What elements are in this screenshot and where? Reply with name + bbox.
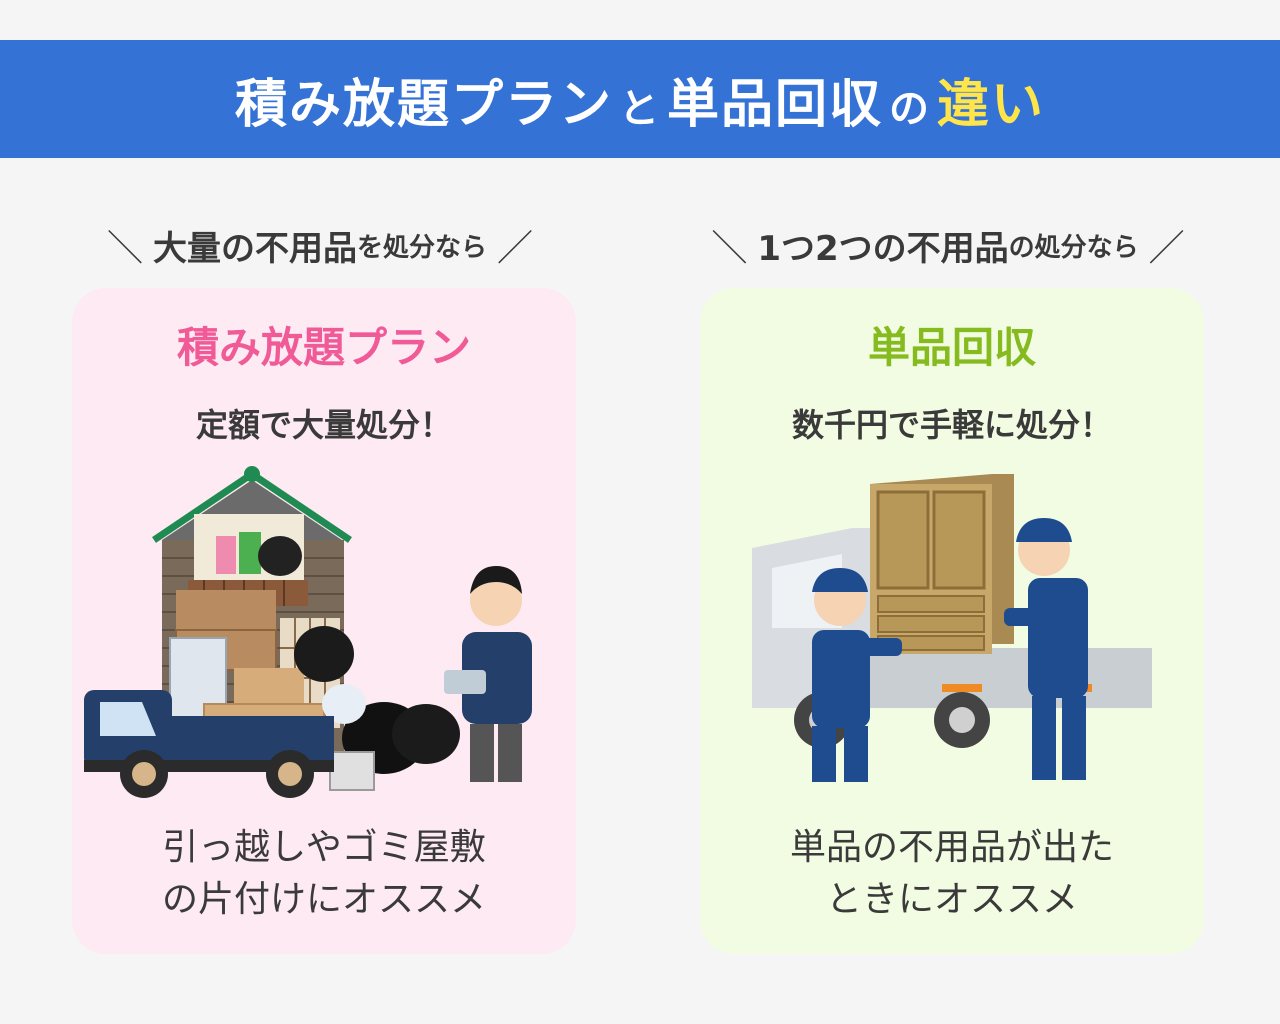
title-part1: 積み放題プラン	[234, 74, 613, 135]
left-card-title: 積み放題プラン	[176, 323, 471, 372]
worker-body	[462, 632, 532, 724]
right-column: ＼ 1つ2つの不用品の処分なら ／ 単品回収 数千円で手軽に処分！	[688, 210, 1208, 954]
movers-wardrobe-illustration	[752, 474, 1152, 782]
left-column: ＼ 大量の不用品を処分なら ／ 積み放題プラン 定額で大量処分！	[60, 210, 580, 954]
left-tagline-small: を処分なら	[356, 232, 487, 263]
left-desc-line2: の片付けにオススメ	[161, 879, 486, 920]
title-particle1: と	[618, 85, 661, 132]
worker-head	[470, 574, 522, 626]
title-highlight: 違い	[937, 74, 1046, 135]
slash-close-icon: ／	[497, 228, 534, 269]
right-card-description: 単品の不用品が出た ときにオススメ	[700, 822, 1204, 926]
title-particle2: の	[889, 85, 931, 132]
left-desc-line1: 引っ越しやゴミ屋敷	[162, 827, 486, 868]
header-banner: 積み放題プランと単品回収の違い	[0, 40, 1280, 158]
page-title: 積み放題プランと単品回収の違い	[235, 62, 1045, 137]
left-tagline: ＼ 大量の不用品を処分なら ／	[60, 210, 580, 280]
slash-open-icon: ＼	[711, 228, 748, 269]
right-tagline-main: 1つ2つの不用品	[757, 228, 1009, 269]
right-desc-line2: ときにオススメ	[825, 879, 1078, 920]
slash-open-icon: ＼	[106, 228, 143, 269]
right-desc-line1: 単品の不用品が出た	[789, 827, 1114, 868]
right-tagline-small: の処分なら	[1008, 232, 1139, 263]
right-card-subtitle: 数千円で手軽に処分！	[791, 406, 1112, 444]
left-tagline-main: 大量の不用品	[152, 228, 357, 269]
house-truck-illustration	[84, 466, 532, 798]
plan-card-unlimited: 積み放題プラン 定額で大量処分！	[72, 288, 576, 954]
plan-card-single: 単品回収 数千円で手軽に処分！	[700, 288, 1204, 954]
right-tagline: ＼ 1つ2つの不用品の処分なら ／	[688, 210, 1208, 280]
left-card-description: 引っ越しやゴミ屋敷 の片付けにオススメ	[72, 822, 576, 926]
right-card-title: 単品回収	[867, 323, 1036, 372]
title-part2: 単品回収	[666, 74, 883, 135]
left-card-subtitle: 定額で大量処分！	[195, 406, 452, 444]
slash-close-icon: ／	[1148, 228, 1185, 269]
